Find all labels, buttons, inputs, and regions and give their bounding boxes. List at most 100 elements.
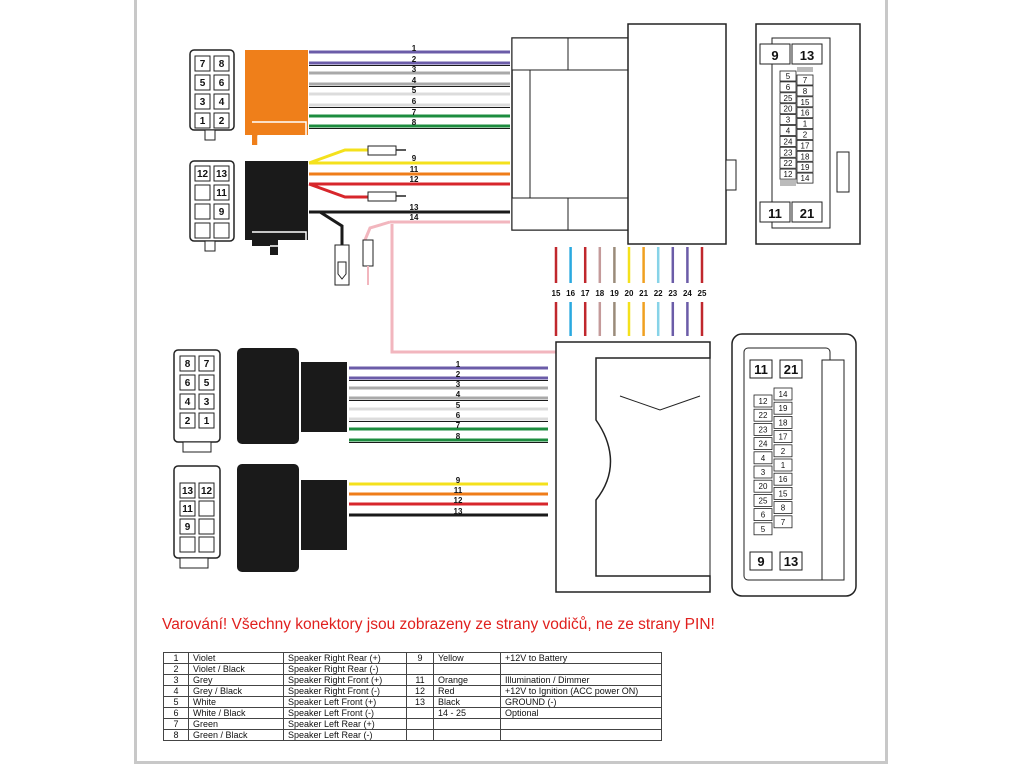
pin-face-bottom-pin [753,465,773,479]
iso-connector-bottom-b-pin [179,536,196,553]
wire-top-13-branch [319,210,344,250]
legend-cell: 11 [406,674,434,686]
pin-face-top-corner-label: 11 [768,206,782,221]
pin-face-bottom-corner [779,359,803,379]
ground-terminal-blade [337,261,347,280]
iso-plug-top-speaker [245,50,308,145]
legend-cell: Green [188,718,284,730]
wire-top-label: 12 [410,175,419,184]
pin-face-bottom-pin [753,451,773,465]
pin-face-bottom-pin [773,444,793,458]
pin-face-top-corner [759,43,791,65]
legend-cell: Optional [500,707,662,719]
pin-face-top-pin [779,70,797,82]
iso-connector-top-b-pin [213,203,230,220]
pin-face-top-pin [796,85,814,97]
pin-face-top-pin-label: 20 [784,105,793,114]
iso-connector-top-a-pin [213,74,230,91]
car-connector-bottom-shell [555,341,711,593]
pin-face-top-pin [796,139,814,151]
pin-face-bottom-pin [773,501,793,515]
pin-face-bottom-pin [773,458,793,472]
pin-face-top-pin-label: 18 [801,152,810,161]
wire-top-12-branch [308,182,370,199]
car-connector-bottom-core [596,357,711,577]
iso-connector-top-b-pin [213,165,230,182]
car-connector-top-tab-br [567,197,629,231]
pin-face-top-pin-label: 8 [803,87,808,96]
legend-cell: White / Black [188,707,284,719]
pin-face-top-pin [796,150,814,162]
pin-face-top-corner [791,43,823,65]
wire-bottom-label: 6 [456,411,461,420]
legend-cell: Speaker Right Rear (-) [283,663,407,675]
iso-connector-bottom-b-pin [179,482,196,499]
pin-face-bottom-pin-label: 18 [779,418,788,427]
wire-optional-label: 21 [639,289,648,298]
iso-connector-bottom-a-pin-label: 5 [204,378,210,389]
iso-connector-bottom-b-pin [198,536,215,553]
legend-cell [406,729,434,741]
wire-bottom-label: 2 [456,370,461,379]
legend-cell: Speaker Left Front (-) [283,707,407,719]
pin-face-top-pin [779,103,797,115]
legend-cell [433,718,501,730]
legend-cell: 13 [406,696,434,708]
pin-face-bottom-pin [773,415,793,429]
wire-bottom-label: 11 [454,486,463,495]
wire-top-label: 2 [412,55,417,64]
pin-face-bottom-corner-label: 9 [757,554,764,569]
iso-connector-top-b-pin-label: 11 [216,188,227,199]
iso-connector-top-a-pin-label: 6 [219,78,225,89]
wire-bottom-label: 8 [456,432,461,441]
iso-connector-bottom-a-pin-label: 1 [204,416,210,427]
pin-face-bottom-pin-label: 8 [781,504,786,513]
pin-face-bottom-pin-label: 15 [779,489,788,498]
wire-optional-label: 17 [581,289,590,298]
pin-face-bottom-pin [753,408,773,422]
pin-face-top-pin [796,96,814,108]
legend-cell: Speaker Right Front (+) [283,674,407,686]
pin-face-top-key [780,180,796,186]
iso-connector-bottom-a-pin-label: 2 [185,416,191,427]
iso-connector-top-a-pin-label: 5 [200,78,206,89]
pin-face-bottom-pin [773,515,793,529]
pin-face-bottom-pin [753,493,773,507]
iso-connector-top-b-tab [204,240,216,252]
pin-face-top-pin-label: 6 [786,83,791,92]
pin-face-bottom-pin [773,486,793,500]
pin-face-bottom-pin [753,422,773,436]
fuse-holder-yellow [367,145,397,156]
iso-connector-top-a-pin [194,112,211,129]
pin-face-top-pin [779,114,797,125]
pin-face-bottom-pin [773,472,793,486]
wire-top-label: 14 [410,213,419,222]
iso-connector-top-a-pin [213,112,230,129]
pin-face-bottom-pin [753,508,773,522]
legend-cell [500,729,662,741]
pin-face-bottom-pin [753,522,773,536]
iso-connector-top-a-pin-label: 7 [200,59,206,70]
pin-face-top-pin-label: 16 [801,109,810,118]
car-connector-bottom-notch [619,395,701,411]
pin-face-bottom-pin [753,479,773,493]
iso-connector-bottom-a-pin [179,412,196,429]
wire-bottom-label: 7 [456,421,461,430]
diagram-shapes [173,23,861,597]
wire-optional-label: 20 [625,289,634,298]
pin-face-bottom-corner-label: 13 [784,554,798,569]
iso-plug-bottom-speaker-collar [301,362,347,432]
legend-cell: Speaker Left Rear (-) [283,729,407,741]
pin-face-bottom-corner [779,551,803,571]
wire-optional-label: 19 [610,289,619,298]
iso-connector-top-a-pin [194,74,211,91]
iso-plug-top-power-clip [252,231,307,247]
legend-cell: 6 [163,707,189,719]
pin-face-top-pin-label: 22 [784,159,793,168]
legend-cell: Violet / Black [188,663,284,675]
pin-face-top-corner-label: 9 [771,48,778,63]
pin-face-top-pin-label: 14 [801,174,810,183]
